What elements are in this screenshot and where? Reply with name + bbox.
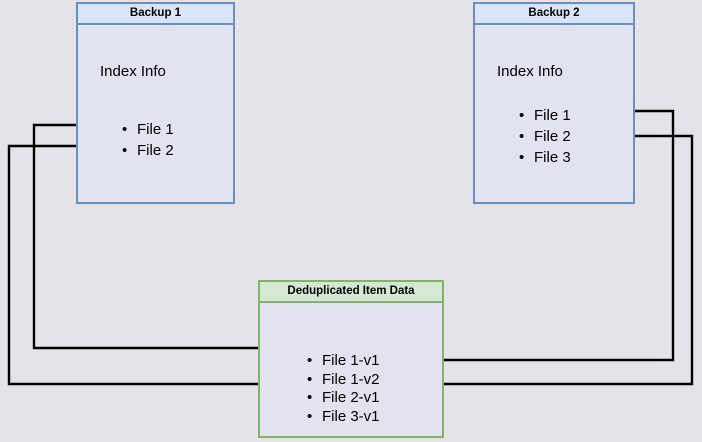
dedup-body: File 1-v1 File 1-v2 File 2-v1 File 3-v1 bbox=[260, 303, 442, 436]
list-item: File 1-v1 bbox=[307, 352, 380, 371]
backup1-body: Index Info File 1 File 2 bbox=[78, 25, 233, 202]
backup1-box: Backup 1 Index Info File 1 File 2 bbox=[76, 2, 235, 204]
list-item: File 2 bbox=[519, 126, 571, 147]
dedup-header: Deduplicated Item Data bbox=[260, 282, 442, 303]
backup2-file-list: File 1 File 2 File 3 bbox=[519, 105, 571, 168]
list-item: File 1-v2 bbox=[307, 371, 380, 390]
list-item: File 1 bbox=[122, 119, 174, 140]
list-item: File 2-v1 bbox=[307, 389, 380, 408]
list-item: File 3-v1 bbox=[307, 408, 380, 427]
list-item: File 1 bbox=[519, 105, 571, 126]
dedup-box: Deduplicated Item Data File 1-v1 File 1-… bbox=[258, 280, 444, 438]
list-item: File 2 bbox=[122, 140, 174, 161]
backup2-header: Backup 2 bbox=[475, 4, 633, 25]
list-item: File 3 bbox=[519, 147, 571, 168]
backup1-index-label: Index Info bbox=[100, 63, 166, 80]
backup1-file-list: File 1 File 2 bbox=[122, 119, 174, 161]
backup2-index-label: Index Info bbox=[497, 63, 563, 80]
backup1-header: Backup 1 bbox=[78, 4, 233, 25]
backup2-body: Index Info File 1 File 2 File 3 bbox=[475, 25, 633, 202]
backup2-box: Backup 2 Index Info File 1 File 2 File 3 bbox=[473, 2, 635, 204]
dedup-file-list: File 1-v1 File 1-v2 File 2-v1 File 3-v1 bbox=[307, 352, 380, 426]
